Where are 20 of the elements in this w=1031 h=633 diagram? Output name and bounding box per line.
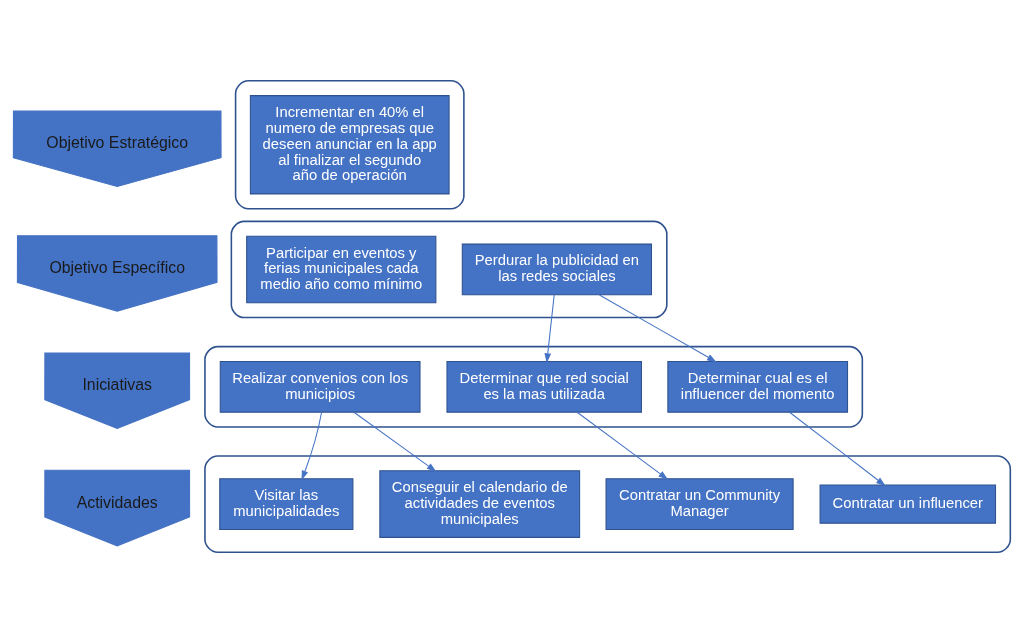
node-box: Contratar un influencer — [819, 484, 996, 524]
arrow — [352, 411, 436, 472]
arrow — [543, 294, 555, 363]
node-box: Determinar cual es el influencer del momento — [666, 360, 848, 413]
node-box: Participar en eventos y ferias municipales cada medio año como mínimo — [245, 235, 436, 304]
node-box: Determinar que red social es la mas utilizada — [445, 360, 642, 413]
node-box: Contratar un Community Manager — [605, 478, 794, 530]
arrow — [598, 294, 717, 363]
cluster — [230, 220, 668, 319]
arrow — [301, 411, 322, 481]
node-box: Conseguir el calendario de actividades de eventos municipales — [378, 470, 580, 538]
cluster — [203, 455, 1011, 553]
arrow — [788, 411, 886, 487]
node-box: Incrementar en 40% el numero de empresas que deseen anunciar en la app al finalizar el segundo año de operación — [249, 95, 450, 195]
node-box: Perdurar la publicidad en las redes sociales — [461, 243, 652, 296]
cluster — [203, 345, 863, 428]
cluster — [234, 80, 465, 210]
node-box: Visitar las municipalidades — [218, 478, 353, 530]
node-box: Realizar convenios con los municipios — [219, 360, 421, 413]
arrow — [576, 411, 668, 480]
